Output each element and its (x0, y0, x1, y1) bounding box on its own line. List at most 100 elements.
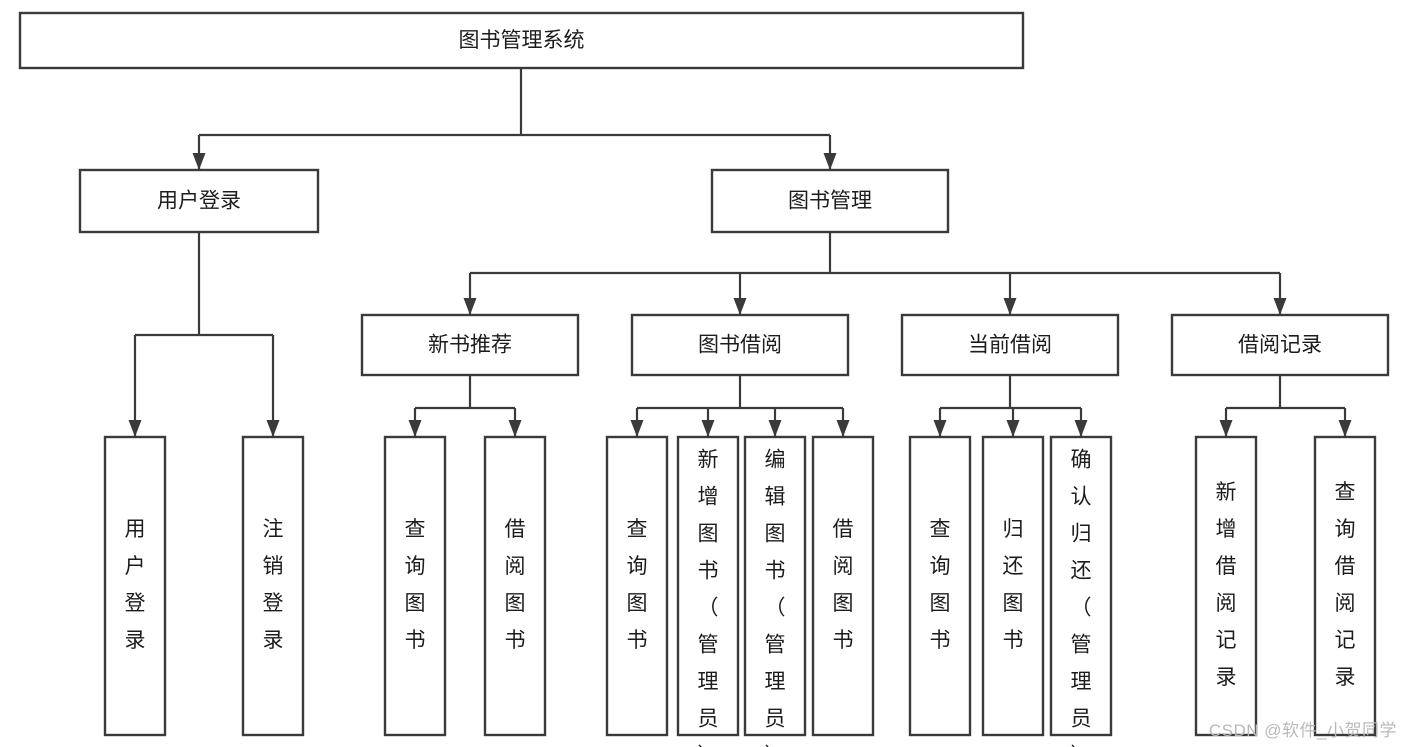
node-box-new-book-recommend[interactable] (360, 313, 580, 377)
node-label-char: 户 (125, 555, 146, 578)
node-label-char: 还 (1071, 560, 1092, 583)
arrow-head-icon (768, 420, 782, 437)
node-box-leaf-borrow-book-recommend[interactable] (483, 435, 547, 737)
node-new-book-recommend[interactable]: 新书推荐 (360, 313, 580, 377)
node-label-book-management: 图书管理 (788, 190, 872, 213)
node-label-char: 录 (1335, 666, 1356, 689)
arrow-head-icon (733, 298, 747, 315)
node-box-leaf-edit-book-admin[interactable] (743, 435, 807, 737)
node-label-char: 管 (765, 634, 786, 657)
node-box-leaf-return-book[interactable] (981, 435, 1045, 737)
arrow-head-icon (701, 420, 715, 437)
arrow-head-icon (1003, 298, 1017, 315)
connector-current-borrow-to-leaves (933, 375, 1088, 437)
connector-root-to-level2 (192, 68, 837, 170)
connector-borrow-record-to-leaves (1219, 375, 1352, 437)
node-label-current-borrow: 当前借阅 (968, 334, 1052, 357)
node-label-char: 记 (1216, 629, 1237, 652)
node-label-char: 录 (125, 629, 146, 652)
node-label-char: 书 (930, 629, 951, 652)
node-label-char: ） (1071, 745, 1092, 747)
node-label-char: 阅 (833, 555, 854, 578)
node-label-char: 归 (1071, 523, 1092, 546)
node-box-user-login[interactable] (78, 168, 320, 234)
arrow-head-icon (508, 420, 522, 437)
node-leaf-user-login[interactable]: 用户登录 (103, 435, 167, 737)
node-label-char: 询 (1335, 518, 1356, 541)
node-label-char: 编 (765, 449, 786, 472)
node-box-leaf-confirm-return-admin[interactable] (1049, 435, 1113, 737)
node-box-leaf-borrow-book[interactable] (811, 435, 875, 737)
node-box-current-borrow[interactable] (900, 313, 1120, 377)
node-label-char: 借 (1216, 555, 1237, 578)
node-box-borrow-record[interactable] (1170, 313, 1390, 377)
connectors-layer (128, 68, 1352, 437)
node-label-char: 记 (1335, 629, 1356, 652)
arrow-head-icon (192, 153, 206, 170)
node-box-leaf-user-login[interactable] (103, 435, 167, 737)
arrow-head-icon (128, 420, 142, 437)
node-label-char: 询 (627, 555, 648, 578)
node-label-char: 阅 (1216, 592, 1237, 615)
connector-book-borrow-to-leaves (630, 375, 850, 437)
node-label-char: 书 (765, 560, 786, 583)
node-label-char: 询 (930, 555, 951, 578)
node-label-char: 确 (1071, 449, 1092, 472)
node-label-char: 询 (405, 555, 426, 578)
node-user-login[interactable]: 用户登录 (78, 168, 320, 234)
node-label-char: 认 (1071, 486, 1092, 509)
node-label-char: （ (698, 597, 719, 620)
node-box-leaf-query-borrow-record[interactable] (1313, 435, 1377, 737)
node-box-leaf-query-book-recommend[interactable] (383, 435, 447, 737)
node-label-char: 辑 (765, 486, 786, 509)
node-label-char: 录 (263, 629, 284, 652)
node-box-book-management[interactable] (710, 168, 950, 234)
node-box-book-borrow[interactable] (630, 313, 850, 377)
node-borrow-record[interactable]: 借阅记录 (1170, 313, 1390, 377)
node-label-char: 图 (765, 523, 786, 546)
nodes-layer: 图书管理系统用户登录图书管理新书推荐图书借阅当前借阅借阅记录用户登录注销登录查询… (18, 11, 1390, 747)
node-book-borrow[interactable]: 图书借阅 (630, 313, 850, 377)
node-label-borrow-record: 借阅记录 (1238, 334, 1322, 357)
node-label-book-borrow: 图书借阅 (698, 334, 782, 357)
arrow-head-icon (1273, 298, 1287, 315)
arrow-head-icon (1006, 420, 1020, 437)
node-box-leaf-query-book-borrow[interactable] (605, 435, 669, 737)
node-label-char: 图 (930, 592, 951, 615)
node-label-char: 还 (1003, 555, 1024, 578)
node-current-borrow[interactable]: 当前借阅 (900, 313, 1120, 377)
node-root[interactable]: 图书管理系统 (18, 11, 1025, 70)
node-label-char: （ (1071, 597, 1092, 620)
node-label-char: 理 (765, 671, 786, 694)
node-label-char: 管 (698, 634, 719, 657)
node-label-char: 增 (698, 486, 719, 509)
arrow-head-icon (933, 420, 947, 437)
node-label-char: 图 (505, 592, 526, 615)
node-label-char: 录 (1216, 666, 1237, 689)
node-label-char: 查 (405, 518, 426, 541)
node-label-char: 管 (1071, 634, 1092, 657)
node-box-leaf-add-book-admin[interactable] (676, 435, 740, 737)
node-box-leaf-add-borrow-record[interactable] (1194, 435, 1258, 737)
node-label-char: 增 (1216, 518, 1237, 541)
node-label-char: 查 (930, 518, 951, 541)
node-label-char: 登 (263, 592, 284, 615)
node-box-leaf-query-book-current[interactable] (908, 435, 972, 737)
node-box-root[interactable] (18, 11, 1025, 70)
connector-new-book-recommend-to-leaves (408, 375, 522, 437)
node-book-management[interactable]: 图书管理 (710, 168, 950, 234)
node-box-leaf-logout[interactable] (241, 435, 305, 737)
